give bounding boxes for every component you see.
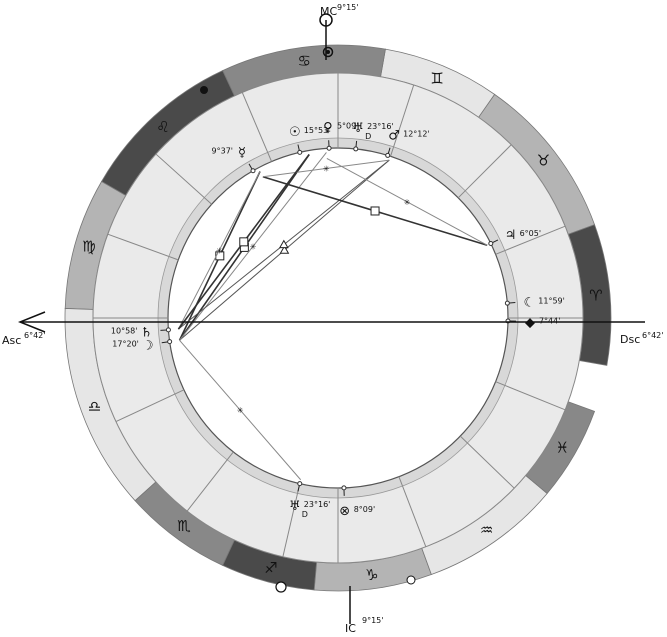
jupiter-glyph-icon: ♃ [505, 228, 517, 243]
planet-position-dot [250, 168, 256, 174]
planet-position-dot [504, 300, 510, 306]
mercury-glyph-icon: ☿ [238, 146, 246, 161]
saturn-glyph-icon: ♄ [141, 325, 153, 340]
house-cusp-line [155, 153, 212, 205]
planet-degree-label: 5°09' [337, 121, 358, 130]
planet-direction-label: D [302, 510, 308, 519]
sextile-aspect-icon: ✳ [237, 406, 244, 415]
planet-degree-label: 7°44' [539, 316, 560, 325]
mc-circle-icon [319, 13, 333, 27]
planet-position-dot [326, 145, 332, 151]
dsc-degree: 6°42' [642, 331, 663, 340]
planet-degree-label: 12°12' [403, 129, 430, 138]
planet-degree-label: 8°09' [354, 505, 375, 514]
gemini-glyph-icon: ♊ [430, 70, 443, 88]
house-cusp-line [115, 389, 185, 422]
mc-label: MC [320, 5, 337, 18]
aspect-line-sextile [262, 159, 390, 178]
scorpio-glyph-icon: ♏ [177, 517, 191, 535]
square-aspect-icon [239, 237, 249, 247]
cancer-glyph-icon: ♋ [297, 52, 310, 70]
planet-degree-label: 10°58' [111, 326, 138, 335]
trine-aspect-icon [279, 245, 290, 254]
aries-glyph-icon: ♈ [589, 286, 602, 304]
planet-position-dot [488, 240, 494, 246]
ic-circle-icon [275, 581, 287, 593]
uranus-glyph-icon: ♅ [352, 121, 364, 136]
planet-degree-label: 15°53' [304, 126, 331, 135]
black-moon-glyph-icon: ◆ [525, 315, 535, 330]
sextile-aspect-icon: ✳ [323, 164, 330, 173]
aspect-line-sextile [179, 339, 302, 481]
part-of-fortune-glyph-icon: ⊗ [339, 504, 350, 519]
planet-position-dot [167, 339, 173, 345]
planet-degree-label: 6°05' [520, 229, 541, 238]
planet-degree-label: 11°59' [538, 296, 565, 305]
ic-label: IC [345, 622, 356, 635]
taurus-glyph-icon: ♉ [537, 151, 550, 169]
aspect-line-sextile [326, 157, 488, 246]
planet-degree-label: 23°16' [304, 500, 331, 509]
planet-degree-label: 17°20' [112, 340, 139, 349]
house-cusp-line [495, 381, 566, 411]
venus-glyph-icon: ♀ [323, 120, 333, 135]
planet-position-dot [353, 146, 359, 152]
trine-aspect-icon [278, 239, 289, 249]
planet-degree-label: 9°37' [212, 147, 233, 156]
house-cusp-line [459, 435, 515, 489]
capricorn-glyph-icon: ♑ [365, 566, 378, 584]
planet-layer: ☉15°53'♀5°09'♅23°16'D♂12°12'☿9°37'♃6°05'… [111, 120, 565, 519]
house-cusp-line [241, 92, 273, 162]
aquarius-glyph-icon: ♒ [480, 521, 493, 539]
sun-glyph-icon: ☉ [289, 125, 301, 140]
leo-glyph-icon: ♌ [156, 118, 169, 136]
planet-position-dot [297, 481, 303, 487]
sextile-aspect-icon: ✳ [404, 198, 411, 207]
house-cusp-line [186, 451, 234, 512]
planet-direction-label: D [365, 132, 371, 141]
aspect-line-sextile [177, 171, 261, 330]
asc-arrow-icon [17, 311, 46, 333]
dsc-label: Dsc [620, 333, 640, 346]
house-cusp-line [107, 233, 179, 261]
planet-degree-label: 23°16' [367, 122, 394, 131]
asc-degree: 6°42' [24, 331, 45, 340]
house-cusp-line [457, 144, 512, 199]
fixed-point-marker-icon [200, 86, 208, 94]
moon-glyph-icon: ☽ [142, 339, 154, 354]
planet-position-dot [165, 327, 171, 333]
sagittarius-glyph-icon: ♐ [264, 559, 277, 577]
house-cusp-line [282, 483, 301, 557]
house-cusp-line [398, 476, 427, 547]
asc-label: Asc [2, 334, 21, 347]
square-aspect-icon [370, 206, 380, 216]
house-cusp-line [390, 84, 415, 157]
sextile-aspect-icon: ✳ [216, 246, 223, 255]
sextile-aspect-icon: ✳ [250, 242, 257, 251]
libra-glyph-icon: ♎ [88, 398, 101, 416]
virgo-glyph-icon: ♍ [82, 238, 95, 256]
mc-marker-icon [322, 46, 334, 58]
pisces-glyph-icon: ♓ [556, 439, 569, 457]
planet-position-dot [297, 149, 303, 155]
planet-position-dot [341, 485, 347, 491]
moon-node-glyph-icon: ☾ [523, 295, 535, 310]
ic-degree: 9°15' [362, 616, 383, 625]
house-cusp-line [495, 225, 566, 255]
descendant-circle-icon [406, 575, 416, 585]
uranus-south-glyph-icon: ♅ [289, 499, 301, 514]
aspect-lines: ✳ ✳ ✳ ✳ ✳ [177, 152, 488, 481]
house-band [92, 72, 584, 564]
planet-position-dot [385, 152, 391, 158]
mc-degree: 9°15' [337, 3, 358, 12]
mars-glyph-icon: ♂ [388, 128, 400, 143]
